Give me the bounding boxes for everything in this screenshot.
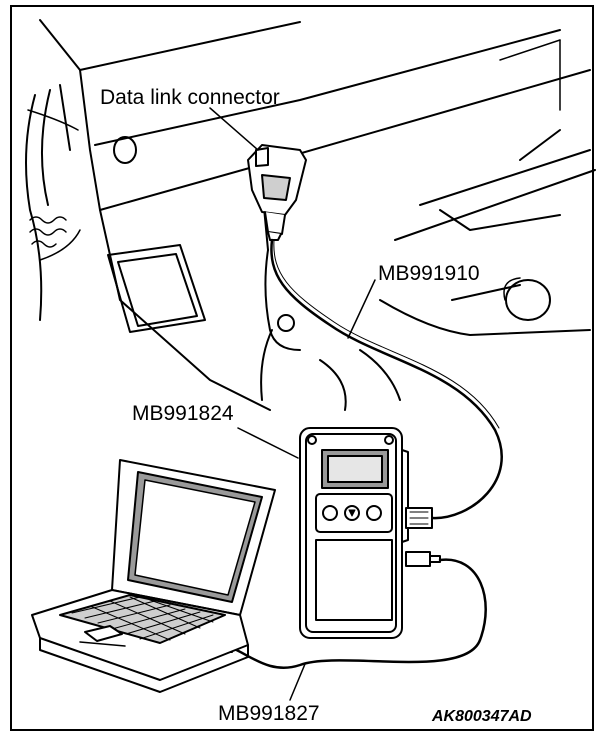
leader-lines xyxy=(209,107,376,701)
cable-mb991910 xyxy=(270,238,503,520)
diagram-frame xyxy=(10,5,594,731)
data-link-connector-label: Data link connector xyxy=(100,86,280,109)
laptop-icon xyxy=(31,459,276,693)
obd-connector-icon xyxy=(247,144,307,241)
mb991827-label: MB991827 xyxy=(218,702,320,725)
figure-code-label: AK800347AD xyxy=(432,708,532,725)
vehicle-dashboard-structure xyxy=(25,19,596,411)
mb991824-label: MB991824 xyxy=(132,402,234,425)
mb991910-label: MB991910 xyxy=(378,262,480,285)
scan-tool-icon xyxy=(299,427,441,639)
